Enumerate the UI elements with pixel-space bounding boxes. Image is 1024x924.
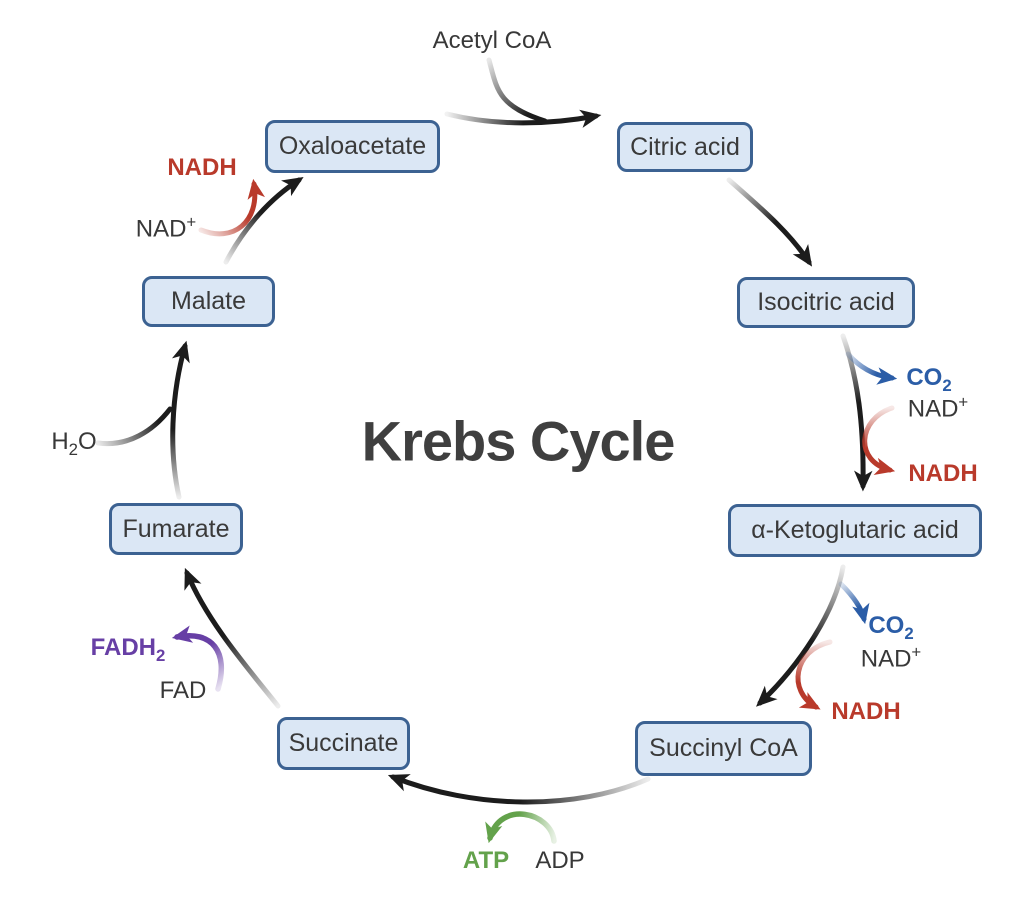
nadh-label-upper: NADH xyxy=(908,460,978,487)
arrow-nad-to-nadh-left xyxy=(198,178,265,237)
nad-plus-label-upper: NAD+ xyxy=(907,392,969,423)
arrow-isocitric-to-ketoglutaric xyxy=(840,333,873,492)
node-citric-acid: Citric acid xyxy=(617,122,753,172)
node-label: Isocitric acid xyxy=(757,288,895,316)
arrow-succinyl-to-succinate xyxy=(387,774,651,805)
fadh2-label: FADH2 xyxy=(90,634,166,665)
atp-label: ATP xyxy=(462,847,510,874)
arrow-h2o-input xyxy=(95,406,173,447)
node-label: Oxaloacetate xyxy=(278,132,427,160)
arrow-citric-to-isocitric xyxy=(726,177,813,267)
node-label: Malate xyxy=(170,287,247,315)
h2o-label: H2O xyxy=(51,428,97,459)
node-oxaloacetate: Oxaloacetate xyxy=(265,120,440,173)
node-isocitric-acid: Isocitric acid xyxy=(737,277,915,328)
node-label: Succinate xyxy=(288,729,399,757)
node-succinate: Succinate xyxy=(277,717,410,770)
arrow-fumarate-to-malate xyxy=(170,340,190,500)
node-alpha-ketoglutaric-acid: α-Ketoglutaric acid xyxy=(728,504,982,557)
arrow-acetyl-coa-input xyxy=(486,57,548,124)
node-malate: Malate xyxy=(142,276,275,327)
arrow-co2-release-lower xyxy=(838,581,870,625)
arrow-nad-to-nadh-lower xyxy=(795,639,833,710)
acetyl-coa-label: Acetyl CoA xyxy=(432,27,552,54)
arrow-fad-to-fadh2 xyxy=(171,625,225,692)
nadh-label-left: NADH xyxy=(167,154,237,181)
node-label: α-Ketoglutaric acid xyxy=(751,516,959,544)
node-fumarate: Fumarate xyxy=(109,503,243,555)
arrow-co2-release-upper xyxy=(845,351,898,385)
node-label: Citric acid xyxy=(630,132,740,161)
arrow-nad-to-nadh-upper xyxy=(862,405,896,475)
fad-label: FAD xyxy=(159,677,207,704)
co2-label-lower: CO2 xyxy=(868,612,914,643)
arrow-adp-to-atp xyxy=(485,811,557,844)
node-label: Fumarate xyxy=(122,514,230,543)
nad-plus-label-lower: NAD+ xyxy=(860,642,922,673)
node-label: Succinyl CoA xyxy=(649,734,798,762)
arrow-succinate-to-fumarate xyxy=(184,567,281,709)
diagram-title: Krebs Cycle xyxy=(361,409,676,473)
node-succinyl-coa: Succinyl CoA xyxy=(635,721,812,776)
co2-label-upper: CO2 xyxy=(906,364,952,395)
adp-label: ADP xyxy=(535,847,585,874)
arrow-malate-to-oxaloacetate xyxy=(223,177,304,265)
nadh-label-lower: NADH xyxy=(831,698,901,725)
arrow-oxaloacetate-to-citric xyxy=(444,109,602,128)
nad-plus-label-left: NAD+ xyxy=(135,212,197,243)
arrow-ketoglutaric-to-succinyl xyxy=(756,564,846,707)
